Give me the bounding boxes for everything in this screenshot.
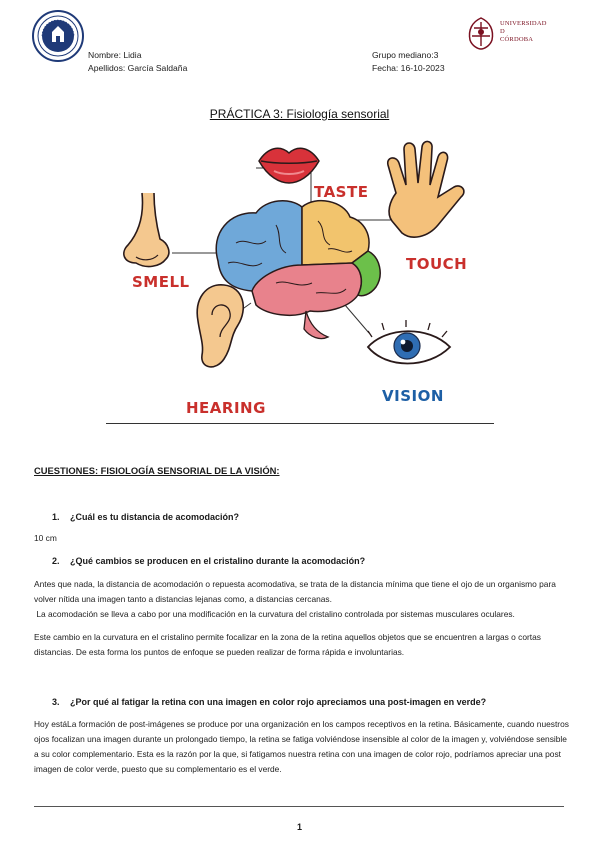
taste-label: TASTE [314, 183, 368, 201]
university-line-1: UNIVERSIDAD [500, 20, 547, 27]
answer-paragraph: La acomodación se lleva a cabo por una m… [34, 609, 515, 619]
footer-divider [34, 806, 564, 807]
question-3: 3. ¿Por qué al fatigar la retina con una … [52, 697, 486, 707]
question-number: 3. [52, 697, 60, 707]
illustration-divider [106, 423, 494, 424]
eye-icon [366, 320, 452, 365]
university-line-2: D [500, 28, 505, 35]
ear-icon [196, 284, 245, 368]
question-1: 1. ¿Cuál es tu distancia de acomodación? [52, 512, 239, 522]
touch-label: TOUCH [406, 255, 467, 273]
brain-icon [215, 199, 381, 340]
hearing-label: HEARING [186, 399, 266, 417]
group-label: Grupo mediano:3 [372, 50, 439, 60]
question-number: 1. [52, 512, 60, 522]
student-name: Nombre: Lidia [88, 50, 142, 60]
lips-icon [258, 147, 320, 184]
section-title: CUESTIONES: FISIOLOGÍA SENSORIAL DE LA V… [34, 465, 280, 476]
date-label: Fecha: 16-10-2023 [372, 63, 445, 73]
senses-illustration: TASTE TOUCH SMELL VISION HEARING [106, 133, 494, 423]
student-surname: Apellidos: García Saldaña [88, 63, 188, 73]
university-name: UNIVERSIDAD D CÓRDOBA [500, 20, 547, 44]
answer-paragraph: Antes que nada, la distancia de acomodac… [34, 579, 556, 604]
answer-paragraph: Hoy estáLa formación de post-imágenes se… [34, 719, 569, 774]
answer-3: Hoy estáLa formación de post-imágenes se… [34, 717, 572, 777]
nose-icon [123, 192, 170, 268]
page-title: PRÁCTICA 3: Fisiología sensorial [209, 107, 390, 121]
hand-icon [386, 140, 465, 238]
answer-paragraph: Este cambio en la curvatura en el crista… [34, 632, 541, 657]
answer-paragraph: 10 cm [34, 533, 57, 543]
question-2: 2. ¿Qué cambios se producen en el cristal… [52, 556, 365, 566]
answer-1: 10 cm [34, 531, 572, 546]
faculty-seal-logo [32, 10, 84, 62]
question-text: ¿Cuál es tu distancia de acomodación? [70, 512, 240, 522]
question-text: ¿Qué cambios se producen en el cristalin… [70, 556, 366, 566]
page-number: 1 [296, 822, 302, 832]
smell-label: SMELL [132, 273, 190, 291]
university-logo [466, 16, 556, 50]
vision-label: VISION [382, 387, 444, 405]
university-line-3: CÓRDOBA [500, 36, 534, 43]
question-text: ¿Por qué al fatigar la retina con una im… [70, 697, 487, 707]
question-number: 2. [52, 556, 60, 566]
answer-2: Antes que nada, la distancia de acomodac… [34, 577, 572, 660]
